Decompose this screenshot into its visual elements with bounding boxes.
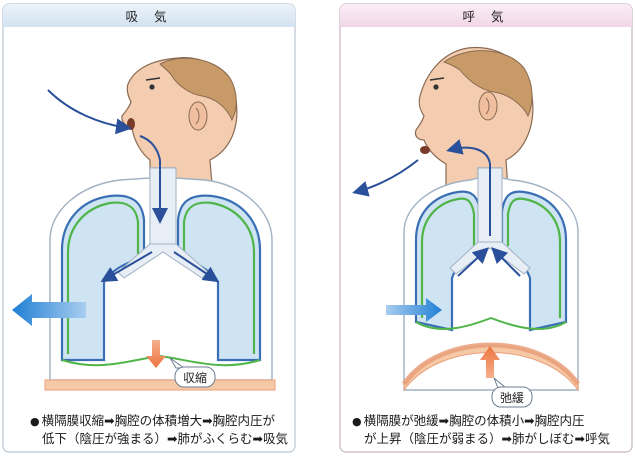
- exhale-title: 呼 気: [463, 9, 510, 24]
- exhale-diaphragm-arrow: [480, 346, 500, 378]
- inhale-caption-bullet: ●: [30, 415, 40, 428]
- exhale-right-branch-arrow: [491, 247, 521, 277]
- exhale-label: 弛緩: [500, 391, 524, 405]
- inhale-right-branch-arrow: [173, 251, 220, 283]
- exhale-air-out-arrow: [352, 159, 419, 197]
- exhale-panel: 呼 気: [339, 3, 633, 453]
- inhale-left-branch-arrow: [100, 251, 153, 283]
- inhale-air-in-arrow: [47, 89, 132, 135]
- inhale-header-bar: [3, 4, 295, 27]
- exhale-caption: ●横隔膜が弛緩➡胸腔の体積小➡胸腔内圧 が上昇（陰圧が弱まる）➡肺がしぼむ➡呼気: [352, 412, 630, 447]
- exhale-label-bubble: 弛緩: [491, 377, 533, 408]
- inhale-panel: 吸 気: [2, 3, 296, 453]
- exhale-left-branch-arrow: [457, 247, 489, 277]
- exhale-trachea-arrow: [446, 139, 491, 236]
- inhale-caption-line2: 低下（陰圧が強まる）➡肺がふくらむ➡吸気: [42, 431, 288, 446]
- inhale-diaphragm: [44, 379, 276, 391]
- exhale-caption-line2: が上昇（陰圧が弱まる）➡肺がしぼむ➡呼気: [364, 431, 610, 446]
- exhale-caption-bullet: ●: [352, 415, 362, 428]
- exhale-header-bar: [340, 4, 632, 27]
- inhale-trachea: [149, 167, 177, 249]
- inhale-caption-line1: 横隔膜収縮➡胸腔の体積増大➡胸腔内圧が: [41, 413, 276, 428]
- inhale-trachea-arrow: [139, 135, 168, 224]
- inhale-diaphragm-arrow: [146, 340, 166, 368]
- inhale-expansion-arrow: [12, 294, 86, 326]
- inhale-head: [121, 57, 238, 186]
- inhale-label-bubble: 収縮: [169, 357, 216, 388]
- inhale-title: 吸 気: [126, 9, 173, 24]
- inhale-caption: ●横隔膜収縮➡胸腔の体積増大➡胸腔内圧が 低下（陰圧が強まる）➡肺がふくらむ➡吸…: [30, 412, 292, 447]
- exhale-head: [414, 46, 534, 191]
- exhale-contraction-arrow: [386, 298, 442, 322]
- exhale-caption-line1: 横隔膜が弛緩➡胸腔の体積小➡胸腔内圧: [363, 413, 585, 428]
- inhale-label: 収縮: [183, 370, 207, 385]
